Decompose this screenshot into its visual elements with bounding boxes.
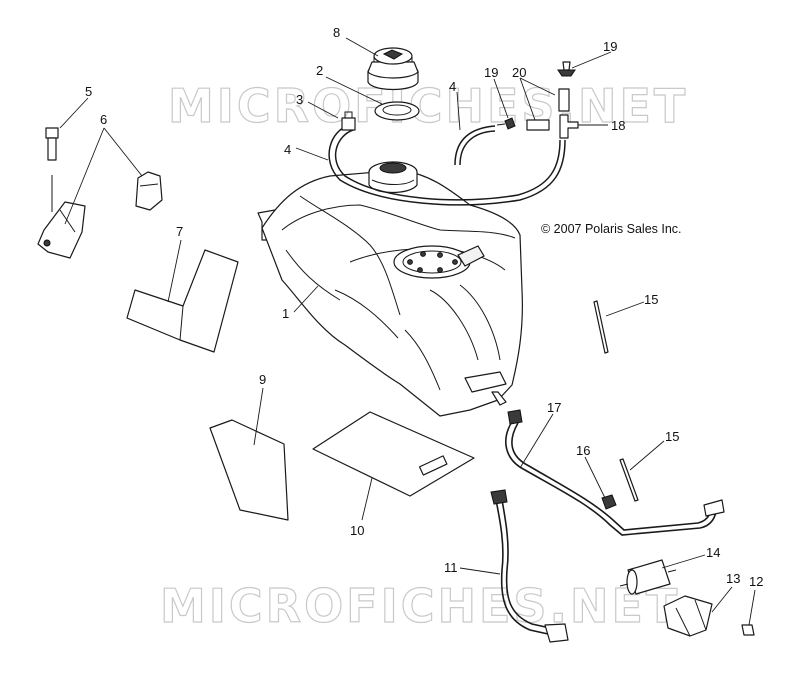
callout-3: 3 [296,92,303,107]
callout-19: 19 [484,65,498,80]
fuel-line [505,409,725,536]
watermark-bottom: MICROFICHES.NET [160,579,680,633]
callout-18: 18 [611,118,625,133]
callout-20: 20 [512,65,526,80]
hose-segments [526,88,570,131]
clip-nut [741,624,755,636]
leader-lines [59,37,756,626]
watermark-top: MICROFICHES.NET [168,79,688,133]
callout-10: 10 [350,523,364,538]
callout-13: 13 [726,571,740,586]
cap-gasket [374,101,420,121]
check-valve [557,61,576,77]
small-pad [209,419,289,521]
fuel-tank [257,161,523,417]
callout-2: 2 [316,63,323,78]
copyright-notice: © 2007 Polaris Sales Inc. [541,222,682,236]
bolt [45,127,59,212]
callout-6: 6 [100,112,107,127]
callout-8: 8 [333,25,340,40]
callout-19: 19 [603,39,617,54]
callout-9: 9 [259,372,266,387]
vent-hose [328,124,566,206]
cable-tie [619,458,639,502]
hose-clip [341,111,356,131]
callout-4: 4 [449,79,456,94]
l-pad [126,249,239,353]
callout-11: 11 [444,560,458,575]
callout-4: 4 [284,142,291,157]
callout-16: 16 [576,443,590,458]
cable-tie [593,300,609,354]
large-pad [312,411,475,497]
callout-labels: 1 2 3 4 4 5 6 7 8 9 10 11 12 13 14 15 15… [85,25,763,589]
check-valve [496,117,516,130]
callout-15: 15 [665,429,679,444]
callout-12: 12 [749,574,763,589]
callout-14: 14 [706,545,720,560]
tee-fitting [559,114,579,139]
filter-bracket [663,595,713,637]
fuel-line [490,489,569,643]
callout-1: 1 [282,306,289,321]
callout-7: 7 [176,224,183,239]
grommet [601,494,617,510]
fuel-filter [619,559,677,595]
mounting-brackets [37,171,163,259]
fuel-cap [367,47,419,91]
callout-5: 5 [85,84,92,99]
callout-17: 17 [547,400,561,415]
callout-15: 15 [644,292,658,307]
